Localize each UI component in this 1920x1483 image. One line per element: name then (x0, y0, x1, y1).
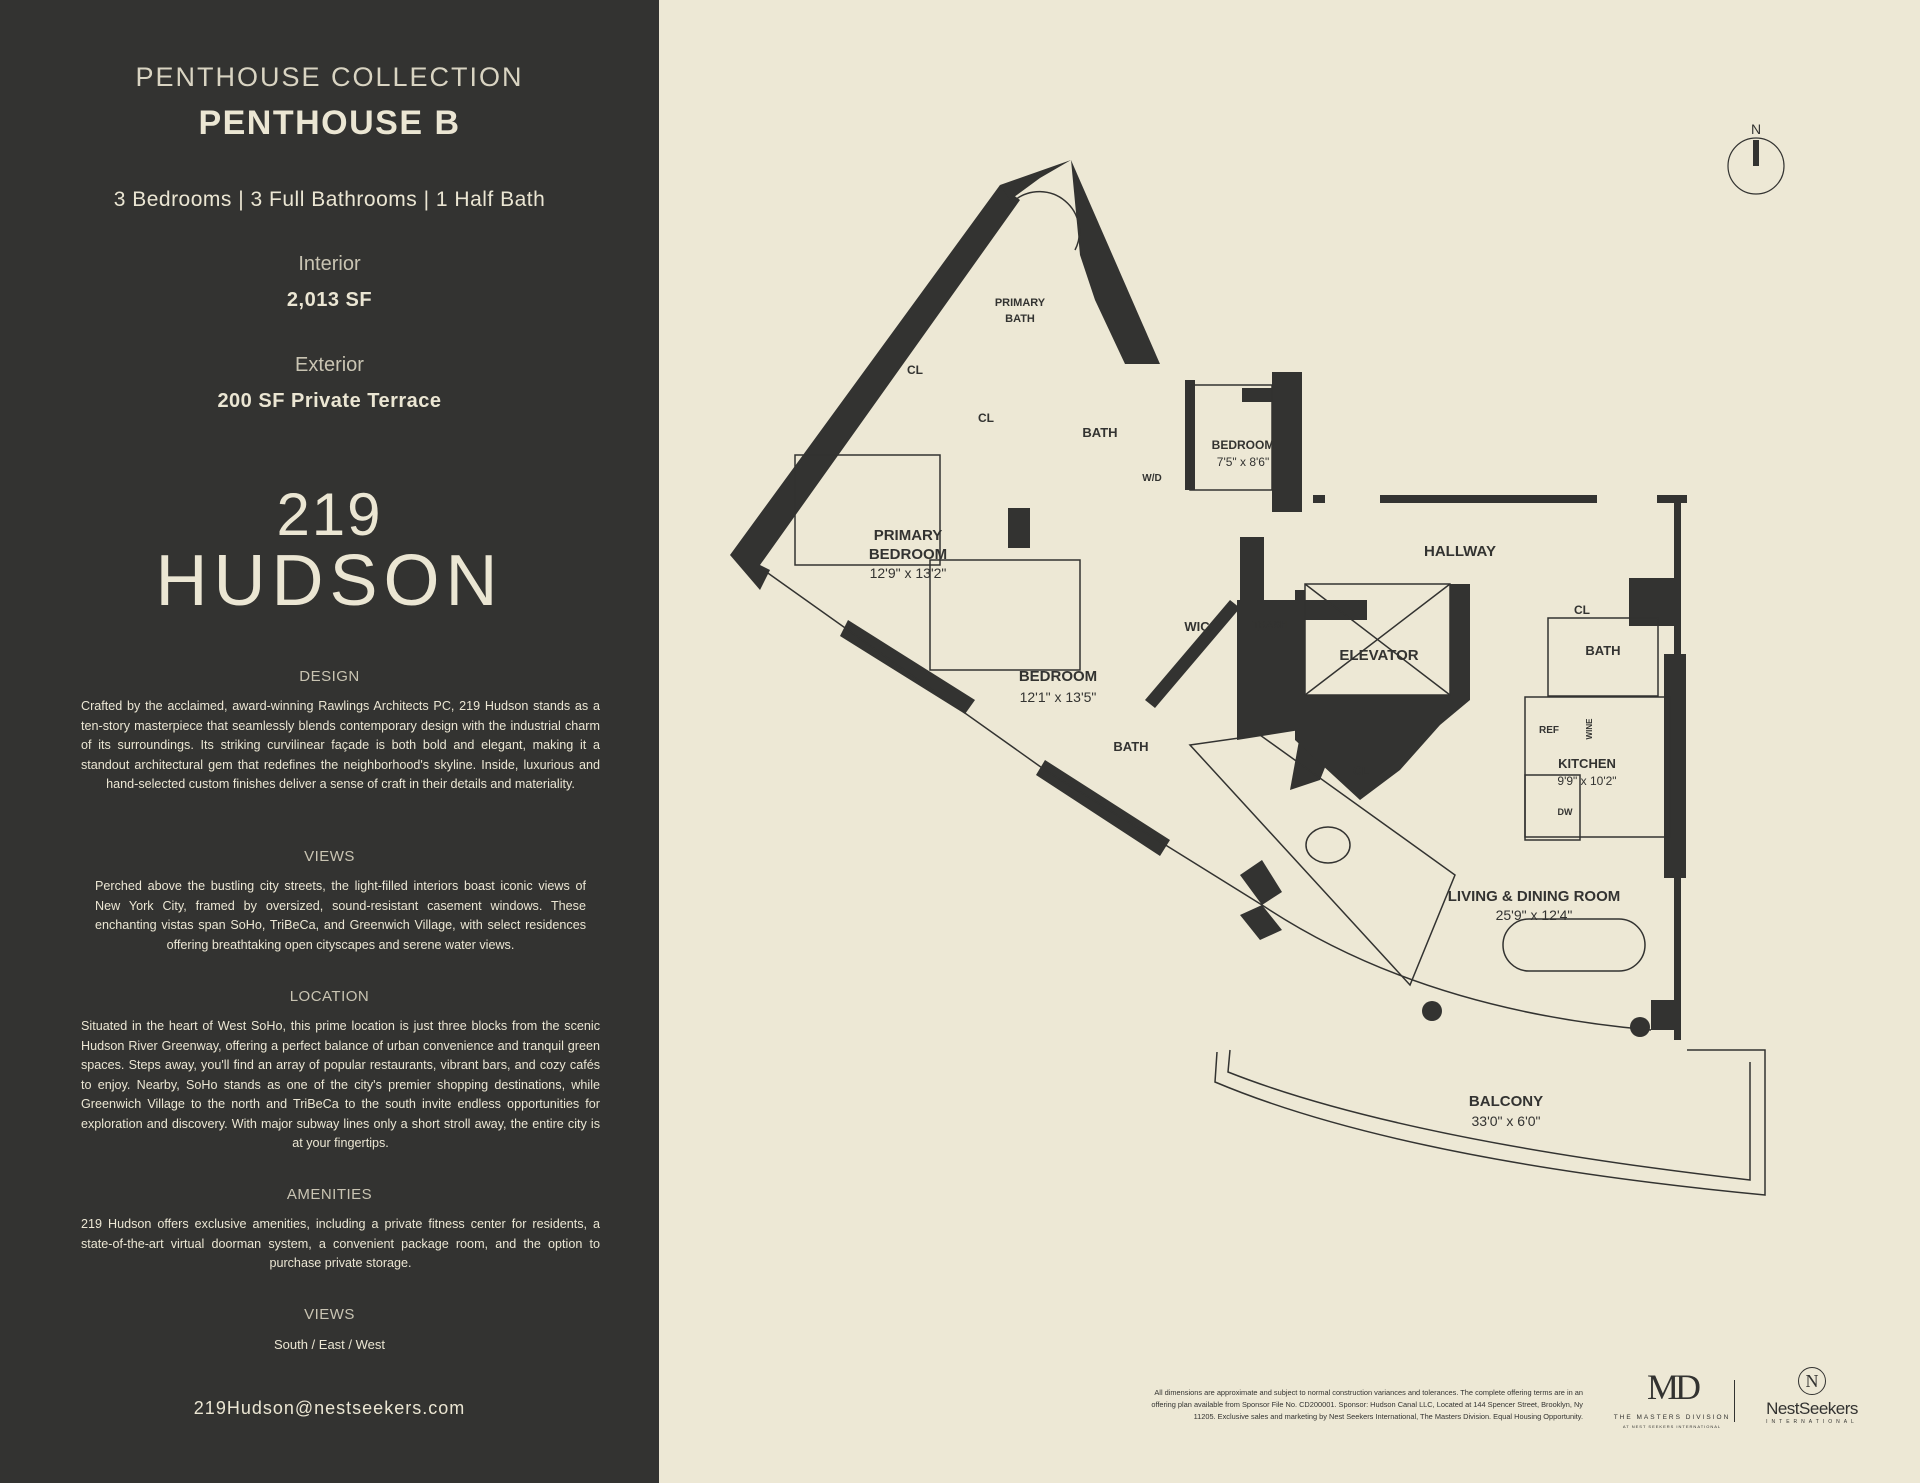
room-dishwasher: DW (1558, 807, 1573, 817)
room-wic: WIC (1184, 619, 1210, 634)
room-balcony: BALCONY (1469, 1093, 1543, 1110)
section-body-views: Perched above the bustling city streets,… (95, 879, 586, 952)
svg-text:BEDROOM: BEDROOM (869, 546, 947, 563)
room-closet-3: CL (1574, 603, 1590, 617)
room-kitchen-dims: 9'9" x 10'2" (1557, 774, 1616, 788)
room-labels: PRIMARY BATH CL CL BATH W/D BEDROOM 7'5"… (869, 297, 1621, 1129)
room-closet-2: CL (978, 411, 994, 425)
section-heading-location: LOCATION (289, 988, 370, 1005)
info-panel: PENTHOUSE COLLECTION PENTHOUSE B 3 Bedro… (0, 0, 659, 1483)
section-heading-amenities: AMENITIES (286, 1186, 373, 1203)
compass-label: N (1751, 121, 1761, 137)
room-bedroom-small-dims: 7'5" x 8'6" (1217, 455, 1269, 469)
room-primary-bath: PRIMARY (995, 297, 1046, 309)
legal-disclaimer: All dimensions are approximate and subje… (1151, 1388, 1583, 1421)
section-body-design: Crafted by the acclaimed, award-winning … (81, 699, 600, 791)
section-heading-views: VIEWS (304, 848, 355, 865)
room-bath-1: BATH (1082, 425, 1117, 440)
room-bath-3: BATH (1113, 739, 1148, 754)
room-living-dining: LIVING & DINING ROOM (1448, 888, 1621, 905)
building-logo-number: 219 (276, 481, 383, 548)
section-heading-design: DESIGN (299, 668, 360, 685)
unit-specs: 3 Bedrooms | 3 Full Bathrooms | 1 Half B… (113, 188, 546, 211)
interior-value: 2,013 SF (286, 289, 373, 311)
room-primary-bedroom-dims: 12'9" x 13'2" (870, 565, 947, 581)
collection-label: PENTHOUSE COLLECTION (135, 62, 524, 92)
room-closet-4: CL (1353, 764, 1369, 778)
unit-title: PENTHOUSE B (198, 104, 461, 142)
room-bedroom-2: BEDROOM (1019, 668, 1097, 685)
section-body-location: Situated in the heart of West SoHo, this… (81, 1019, 600, 1150)
nestseekers-logo: N NestSeekers INTERNATIONAL (1752, 1367, 1872, 1425)
svg-text:BATH: BATH (1005, 313, 1035, 325)
north-compass-icon: N (1727, 121, 1785, 195)
interior-label: Interior (298, 253, 361, 275)
walls (730, 160, 1687, 1040)
room-elevator: ELEVATOR (1339, 647, 1418, 664)
room-bedroom-2-dims: 12'1" x 13'5" (1020, 689, 1097, 705)
room-washer-dryer: W/D (1142, 473, 1161, 484)
section-body-amenities: 219 Hudson offers exclusive amenities, i… (81, 1217, 600, 1270)
room-primary-bedroom: PRIMARY (874, 527, 943, 544)
exterior-label: Exterior (295, 354, 364, 376)
room-ref: REF (1539, 725, 1559, 736)
masters-division-logo: MD THE MASTERS DIVISION AT NEST SEEKERS … (1613, 1367, 1731, 1429)
nestseekers-emblem-icon: N (1798, 1367, 1826, 1395)
building-logo-name: HUDSON (155, 541, 504, 621)
room-bedroom-small: BEDROOM (1212, 438, 1275, 452)
logo-divider (1734, 1380, 1735, 1422)
room-hallway: HALLWAY (1424, 543, 1496, 560)
room-balcony-dims: 33'0" x 6'0" (1472, 1113, 1541, 1129)
thin-lines (764, 190, 1766, 1196)
room-wine: WINE (1585, 718, 1594, 740)
room-bath-2: BATH (1585, 643, 1620, 658)
contact-email[interactable]: 219Hudson@nestseekers.com (193, 1398, 466, 1418)
room-closet-1: CL (907, 363, 923, 377)
room-trash: TRASH (1253, 620, 1287, 631)
section-heading-views-2: VIEWS (304, 1306, 355, 1323)
room-living-dining-dims: 25'9" x 12'4" (1496, 907, 1573, 923)
exterior-value: 200 SF Private Terrace (217, 390, 442, 412)
section-body-views-2: South / East / West (273, 1337, 386, 1352)
room-kitchen: KITCHEN (1558, 756, 1616, 771)
